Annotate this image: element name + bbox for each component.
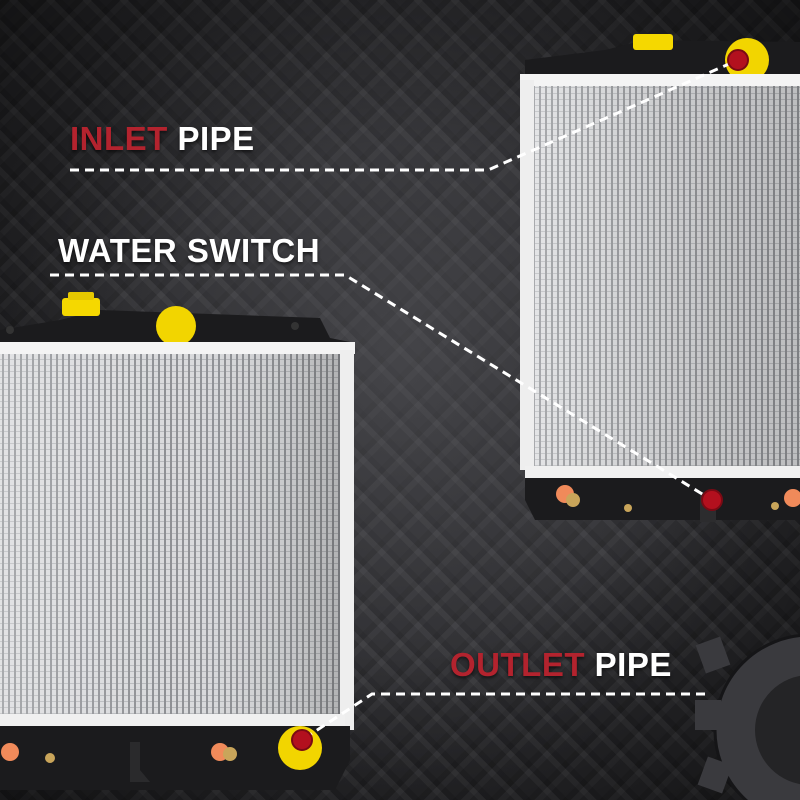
radiator-rear-view	[515, 30, 800, 530]
water-switch-cap	[156, 306, 196, 346]
inlet-accent-text: INLET	[70, 120, 168, 157]
radiator-cap	[633, 34, 673, 50]
radiator-cap	[62, 298, 100, 316]
water-switch-label: WATER SWITCH	[58, 232, 321, 269]
outlet-pipe-label: OUTLET PIPE	[450, 646, 672, 684]
outlet-accent-text: OUTLET	[450, 646, 585, 683]
gear-icon	[695, 634, 800, 800]
radiator-front-view	[0, 290, 365, 800]
outlet-pipe	[278, 726, 322, 770]
inlet-rest-text: PIPE	[167, 120, 255, 157]
outlet-rest-text: PIPE	[584, 646, 672, 683]
inlet-pipe-label: INLET PIPE	[70, 120, 255, 158]
